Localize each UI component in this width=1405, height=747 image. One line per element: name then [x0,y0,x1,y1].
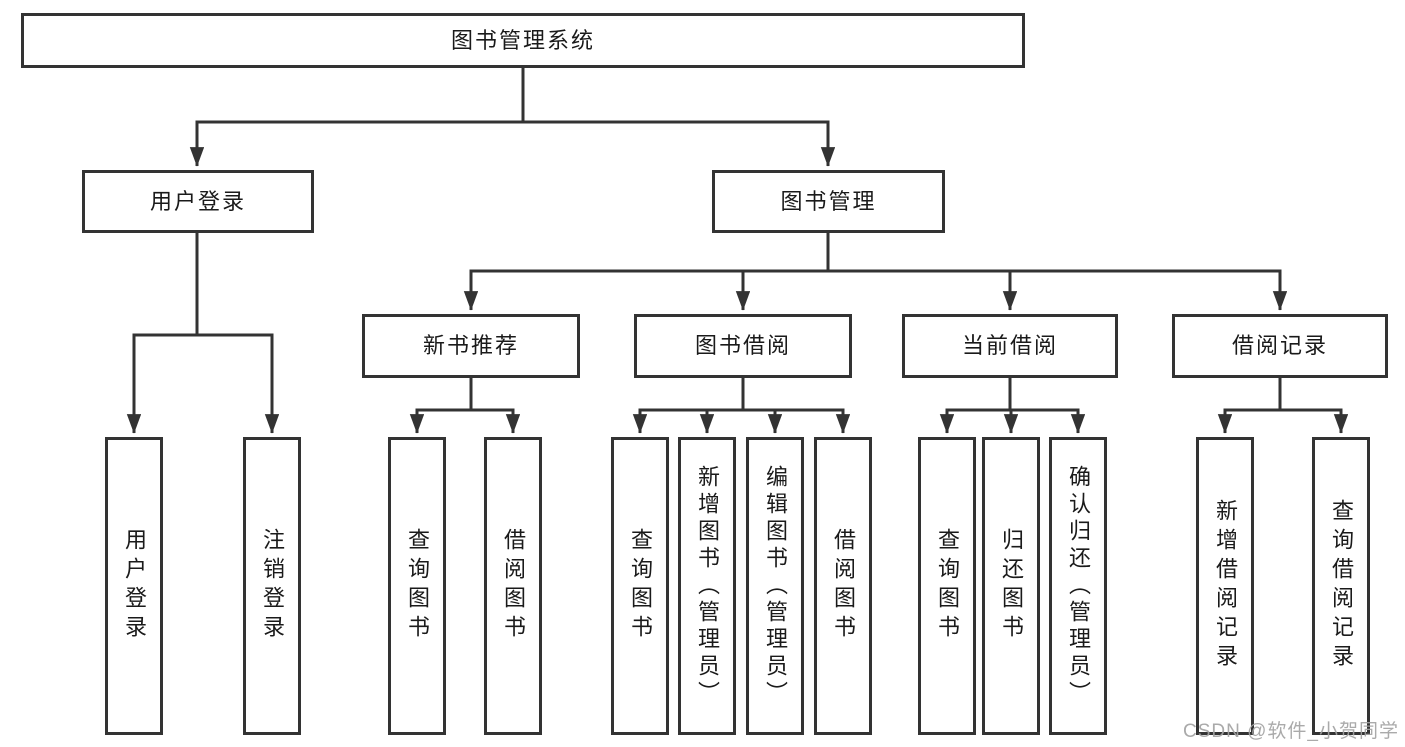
node-book-management-label: 图书管理 [780,188,877,214]
leaf-add-books-admin: 新增图书（管理员） [678,437,736,735]
leaf-query-borrow-record: 查询借阅记录 [1312,437,1370,735]
leaf-edit-books-admin: 编辑图书（管理员） [746,437,804,735]
node-book-borrowing: 图书借阅 [634,314,852,378]
node-borrowing-records: 借阅记录 [1172,314,1388,378]
leaf-query-books-borrowing-label: 查询图书 [628,528,653,644]
leaf-edit-books-admin-label: 编辑图书（管理员） [763,464,788,708]
leaf-return-books-label: 归还图书 [999,528,1024,644]
leaf-confirm-return-admin-label: 确认归还（管理员） [1066,464,1091,708]
leaf-logout-label: 注销登录 [260,528,285,644]
node-new-book-recommend: 新书推荐 [362,314,580,378]
leaf-query-books-recommend: 查询图书 [388,437,446,735]
leaf-add-books-admin-label: 新增图书（管理员） [695,464,720,708]
node-book-borrowing-label: 图书借阅 [694,333,791,358]
leaf-query-books-current: 查询图书 [918,437,976,735]
node-book-management: 图书管理 [712,170,945,233]
leaf-return-books: 归还图书 [982,437,1040,735]
leaf-borrow-books-recommend-label: 借阅图书 [501,528,526,644]
leaf-add-borrow-record: 新增借阅记录 [1196,437,1254,735]
leaf-add-borrow-record-label: 新增借阅记录 [1213,499,1238,673]
leaf-user-login-label: 用户登录 [122,528,147,644]
leaf-confirm-return-admin: 确认归还（管理员） [1049,437,1107,735]
node-current-borrowing-label: 当前借阅 [961,333,1058,358]
csdn-watermark: CSDN @软件_小贺同学 [1183,721,1399,742]
node-user-login: 用户登录 [82,170,314,233]
leaf-query-borrow-record-label: 查询借阅记录 [1329,499,1354,673]
leaf-borrow-books-recommend: 借阅图书 [484,437,542,735]
node-new-book-recommend-label: 新书推荐 [422,333,519,358]
leaf-borrow-books: 借阅图书 [814,437,872,735]
node-library-system: 图书管理系统 [21,13,1025,68]
leaf-query-books-recommend-label: 查询图书 [405,528,430,644]
leaf-borrow-books-label: 借阅图书 [831,528,856,644]
node-library-system-label: 图书管理系统 [450,27,595,53]
node-current-borrowing: 当前借阅 [902,314,1118,378]
leaf-query-books-borrowing: 查询图书 [611,437,669,735]
node-user-login-label: 用户登录 [149,188,246,214]
leaf-logout: 注销登录 [243,437,301,735]
leaf-user-login: 用户登录 [105,437,163,735]
leaf-query-books-current-label: 查询图书 [935,528,960,644]
node-borrowing-records-label: 借阅记录 [1231,333,1328,358]
